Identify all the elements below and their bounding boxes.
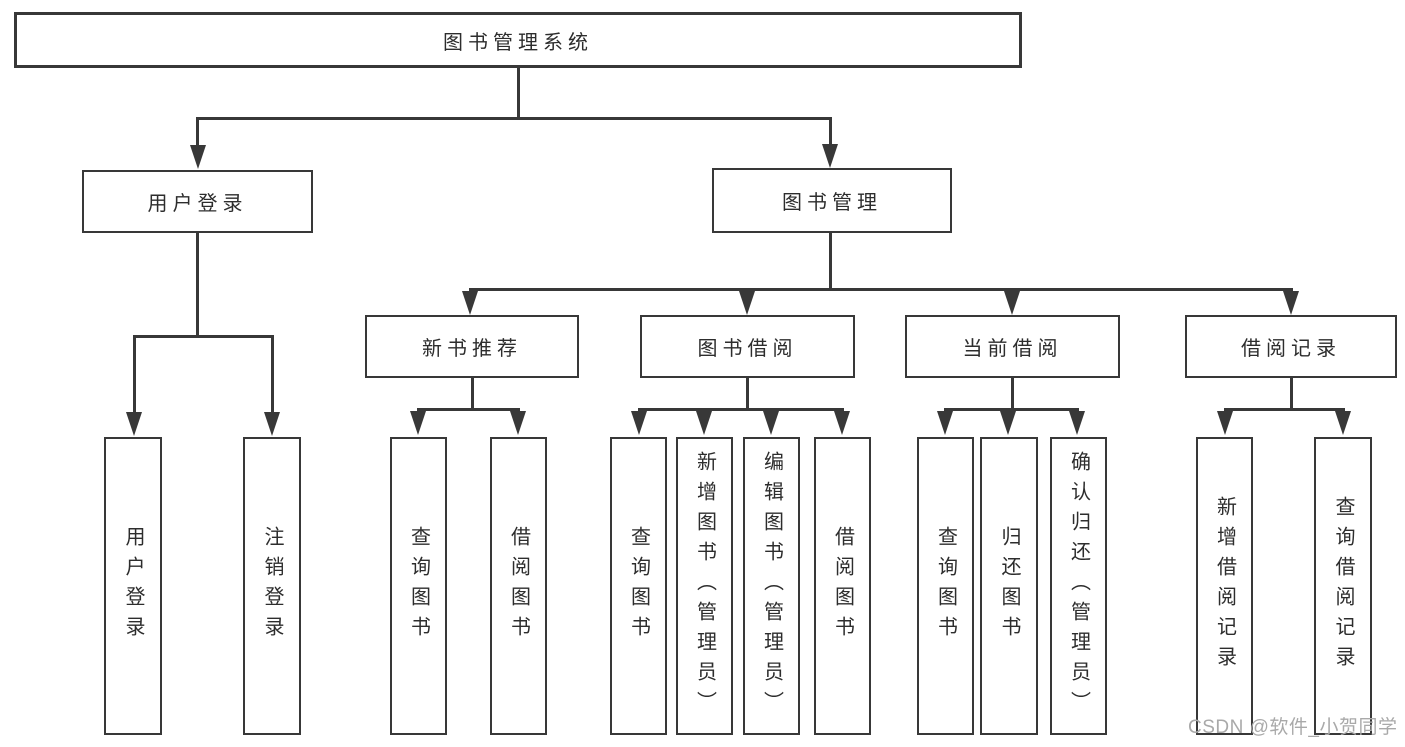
connector-line [1076, 408, 1079, 413]
leaf-newbooks-borrow-books: 借阅图书 [490, 437, 547, 735]
arrowhead-down-icon [822, 144, 838, 168]
connector-line [944, 408, 1079, 411]
connector-line [196, 233, 199, 336]
csdn-watermark: CSDN @软件_小贺同学 [1188, 717, 1398, 738]
connector-line [944, 408, 947, 413]
connector-line [829, 117, 832, 144]
leaf-records-search-borrow-record: 查询借阅记录 [1314, 437, 1372, 735]
connector-line [841, 408, 844, 413]
arrowhead-down-icon [739, 291, 755, 315]
connector-line [196, 117, 199, 145]
connector-line [638, 408, 641, 413]
arrowhead-down-icon [190, 145, 206, 169]
arrowhead-down-icon [763, 411, 779, 435]
connector-line [133, 335, 273, 338]
connector-line [196, 117, 832, 120]
arrowhead-down-icon [1335, 411, 1351, 435]
connector-line [1011, 378, 1014, 410]
node-book-borrow: 图书借阅 [640, 315, 855, 378]
leaf-newbooks-search-books: 查询图书 [390, 437, 447, 735]
connector-line [517, 408, 520, 413]
connector-line [1007, 408, 1010, 413]
connector-line [469, 288, 1292, 291]
arrowhead-down-icon [410, 411, 426, 435]
connector-line [770, 408, 773, 413]
leaf-logout: 注销登录 [243, 437, 301, 735]
connector-line [1290, 378, 1293, 410]
connector-line [829, 233, 832, 290]
connector-line [746, 378, 749, 410]
connector-line [471, 378, 474, 410]
arrowhead-down-icon [1217, 411, 1233, 435]
arrowhead-down-icon [510, 411, 526, 435]
connector-line [1342, 408, 1345, 413]
arrowhead-down-icon [264, 412, 280, 436]
connector-line [638, 408, 843, 411]
arrowhead-down-icon [126, 412, 142, 436]
leaf-current-return-books: 归还图书 [980, 437, 1038, 735]
arrowhead-down-icon [834, 411, 850, 435]
arrowhead-down-icon [937, 411, 953, 435]
connector-line [517, 68, 520, 117]
arrowhead-down-icon [1283, 291, 1299, 315]
connector-line [133, 335, 136, 413]
connector-line [1224, 408, 1344, 411]
arrowhead-down-icon [1069, 411, 1085, 435]
node-system-root: 图书管理系统 [14, 12, 1022, 68]
connector-line [417, 408, 518, 411]
arrowhead-down-icon [1000, 411, 1016, 435]
connector-line [417, 408, 420, 413]
arrowhead-down-icon [1004, 291, 1020, 315]
leaf-borrow-search-books: 查询图书 [610, 437, 667, 735]
leaf-current-confirm-return-admin: 确认归还（管理员） [1050, 437, 1107, 735]
connector-line [271, 335, 274, 413]
node-user-login: 用户登录 [82, 170, 313, 233]
leaf-borrow-edit-books-admin: 编辑图书（管理员） [743, 437, 800, 735]
arrowhead-down-icon [696, 411, 712, 435]
node-book-management: 图书管理 [712, 168, 952, 233]
node-new-book-recommend: 新书推荐 [365, 315, 579, 378]
leaf-records-add-borrow-record: 新增借阅记录 [1196, 437, 1253, 735]
leaf-user-login: 用户登录 [104, 437, 162, 735]
leaf-borrow-borrow-books: 借阅图书 [814, 437, 871, 735]
leaf-borrow-add-books-admin: 新增图书（管理员） [676, 437, 733, 735]
connector-line [703, 408, 706, 413]
node-borrow-records: 借阅记录 [1185, 315, 1397, 378]
arrowhead-down-icon [462, 291, 478, 315]
connector-line [1224, 408, 1227, 413]
arrowhead-down-icon [631, 411, 647, 435]
node-current-borrow: 当前借阅 [905, 315, 1120, 378]
leaf-current-search-books: 查询图书 [917, 437, 974, 735]
